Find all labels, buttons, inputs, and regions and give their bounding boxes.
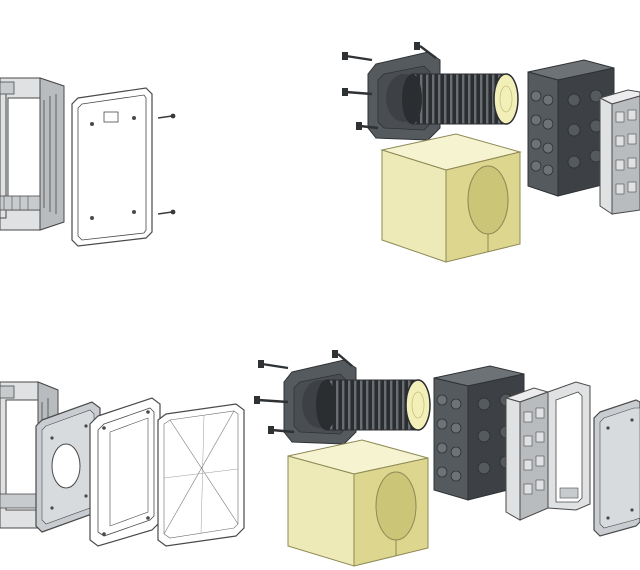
- bolt: [342, 52, 373, 62]
- bolt: [342, 88, 373, 96]
- corrugated-conduit: [316, 379, 431, 431]
- face-plate: [71, 87, 153, 247]
- box-frame: [0, 77, 65, 231]
- bolt: [414, 42, 437, 59]
- screw: [157, 209, 176, 215]
- bolt: [332, 350, 353, 367]
- hinged-door: [157, 403, 245, 547]
- bolt: [258, 360, 289, 370]
- insulation-block: [287, 439, 429, 567]
- frame-insert: [598, 89, 640, 215]
- bottom-right-assembly: [254, 350, 640, 567]
- bolt: [268, 426, 295, 434]
- cover-plate: [593, 399, 640, 537]
- bottom-left-assembly: [0, 381, 245, 547]
- insulation-block: [380, 133, 522, 263]
- bolt: [254, 396, 289, 404]
- top-left-assembly: [0, 77, 176, 247]
- frame-insert: [504, 381, 591, 521]
- junction-box: [527, 59, 615, 197]
- corrugated-conduit: [402, 73, 519, 125]
- screw: [157, 113, 176, 119]
- top-right-assembly: [342, 42, 640, 263]
- cover-plate: [35, 401, 101, 533]
- trim-frame: [89, 397, 161, 547]
- bolt: [356, 122, 379, 130]
